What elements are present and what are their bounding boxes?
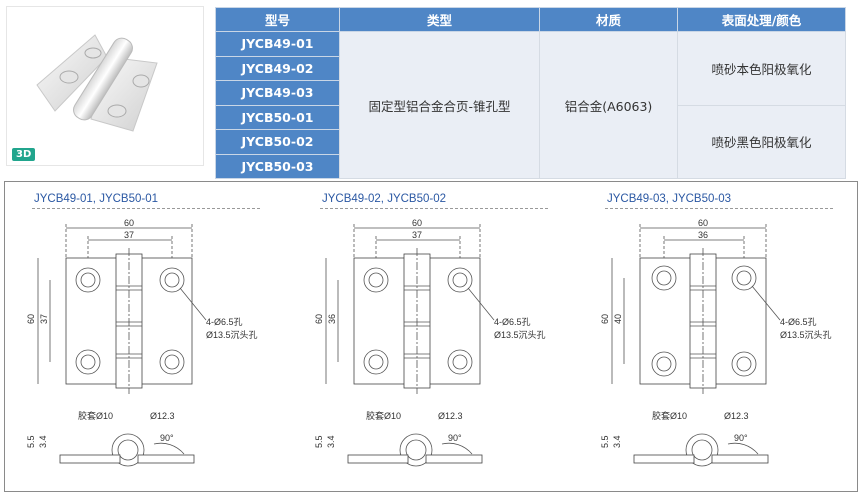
hole-note: 4-Ø6.5孔	[206, 317, 243, 327]
dim-pitch-h: 37	[124, 230, 134, 240]
dim-pitch-v: 36	[327, 314, 337, 324]
dim-height: 60	[600, 314, 610, 324]
drawing-title: JYCB49-02, JYCB50-02	[322, 193, 447, 205]
dim-pitch-h: 36	[698, 230, 708, 240]
drawing-title: JYCB49-01, JYCB50-01	[34, 193, 159, 205]
hinge-drawing: 60 37 60 37 4-Ø6.5孔 Ø13.5沉头孔 胶套Ø10 Ø12.3…	[26, 218, 258, 467]
finish-cell: 喷砂本色阳极氧化	[677, 31, 846, 106]
dim-height: 60	[314, 314, 324, 324]
hinge-3d-render-icon	[36, 34, 158, 132]
mount-holes	[651, 265, 757, 377]
table-row: JYCB50-01 喷砂黑色阳极氧化	[215, 104, 846, 179]
mount-holes	[363, 267, 473, 375]
dim-t1: 5.5	[600, 435, 610, 448]
model-code[interactable]: JYCB50-03	[215, 153, 340, 179]
dim-pitch-v: 37	[39, 314, 49, 324]
counterbore-note: Ø13.5沉头孔	[206, 330, 258, 340]
angle-note: 90°	[448, 433, 462, 443]
table-row: JYCB50-02	[215, 129, 846, 155]
spec-table: 型号 类型 材质 表面处理/颜色 JYCB49-01 固定型铝合金合页-锥孔型 …	[215, 7, 846, 179]
header-material: 材质	[539, 7, 678, 32]
model-code[interactable]: JYCB49-01	[215, 31, 340, 57]
material-cell: 铝合金(A6063)	[539, 31, 678, 179]
table-row: JYCB50-03	[215, 153, 846, 179]
dim-t2: 3.4	[326, 435, 336, 448]
mount-holes	[75, 267, 185, 375]
dim-t2: 3.4	[612, 435, 622, 448]
hole-note: 4-Ø6.5孔	[780, 317, 817, 327]
model-code[interactable]: JYCB50-02	[215, 129, 340, 155]
model-code[interactable]: JYCB49-03	[215, 80, 340, 106]
finish-cell: 喷砂黑色阳极氧化	[677, 104, 846, 179]
table-row: JYCB49-01 固定型铝合金合页-锥孔型 铝合金(A6063) 喷砂本色阳极…	[215, 31, 846, 179]
dim-t2: 3.4	[38, 435, 48, 448]
counterbore-note: Ø13.5沉头孔	[780, 330, 832, 340]
bush-note: 胶套Ø10	[366, 410, 401, 421]
dia-note: Ø12.3	[150, 411, 175, 421]
dim-pitch-h: 37	[412, 230, 422, 240]
title-divider	[605, 208, 833, 209]
title-divider	[32, 208, 260, 209]
dim-overall: 60	[412, 218, 422, 228]
header-type: 类型	[339, 7, 540, 32]
product-photo	[6, 6, 204, 166]
hinge-drawing: 60 36 60 40 4-Ø6.5孔 Ø13.5沉头孔 胶套Ø10 Ø12.3…	[600, 218, 832, 467]
title-divider	[320, 208, 548, 209]
header-finish: 表面处理/颜色	[677, 7, 846, 32]
drawing-title: JYCB49-03, JYCB50-03	[607, 193, 732, 205]
dia-note: Ø12.3	[724, 411, 749, 421]
angle-note: 90°	[160, 433, 174, 443]
type-cell: 固定型铝合金合页-锥孔型	[339, 31, 540, 179]
table-row: JYCB49-03	[215, 80, 846, 106]
hinge-drawing: 60 37 60 36 4-Ø6.5孔 Ø13.5沉头孔 胶套Ø10 Ø12.3…	[314, 218, 546, 467]
model-code[interactable]: JYCB50-01	[215, 104, 340, 130]
dim-overall: 60	[698, 218, 708, 228]
table-row: JYCB49-02	[215, 55, 846, 81]
model-code[interactable]: JYCB49-02	[215, 55, 340, 81]
angle-note: 90°	[734, 433, 748, 443]
counterbore-note: Ø13.5沉头孔	[494, 330, 546, 340]
table-header-row: 型号 类型 材质 表面处理/颜色	[215, 7, 846, 32]
hole-note: 4-Ø6.5孔	[494, 317, 531, 327]
dim-pitch-v: 40	[613, 314, 623, 324]
header-model: 型号	[215, 7, 340, 32]
bush-note: 胶套Ø10	[78, 410, 113, 421]
dim-overall: 60	[124, 218, 134, 228]
dim-t1: 5.5	[26, 435, 36, 448]
dim-t1: 5.5	[314, 435, 324, 448]
3d-badge[interactable]: 3D	[12, 148, 36, 161]
dia-note: Ø12.3	[438, 411, 463, 421]
bush-note: 胶套Ø10	[652, 410, 687, 421]
dim-height: 60	[26, 314, 36, 324]
